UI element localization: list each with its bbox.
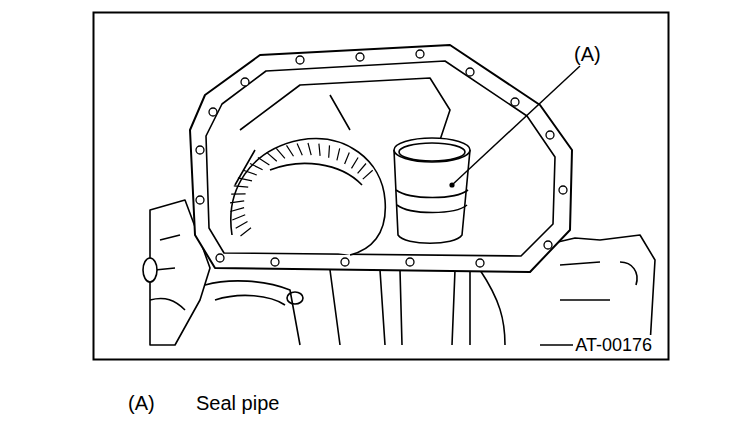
bolt-hole xyxy=(296,56,304,64)
case-right-detail xyxy=(560,262,637,300)
cavity-wall xyxy=(240,78,450,140)
seal-pipe-top xyxy=(394,138,470,162)
bolt-hole xyxy=(544,241,552,249)
bolt-hole xyxy=(546,131,554,139)
case-flange xyxy=(190,45,572,272)
leader-dot xyxy=(450,183,454,187)
seal-pipe-ring xyxy=(396,190,468,213)
bolt-hole xyxy=(241,78,249,86)
bolt-hole xyxy=(196,146,204,154)
bolt-hole xyxy=(559,186,567,194)
bolt-holes xyxy=(196,50,567,267)
bolt-hole xyxy=(416,50,424,58)
ring-gear xyxy=(231,139,385,255)
callout-letter: (A) xyxy=(574,44,601,64)
bolt-hole xyxy=(406,258,414,266)
bolt-hole xyxy=(196,196,204,204)
bolt-hole xyxy=(209,108,217,116)
case-lower-left xyxy=(205,281,300,345)
leader-line xyxy=(452,66,580,185)
bolt-hole xyxy=(466,68,474,76)
shaft-housing xyxy=(380,270,470,345)
bolt-hole xyxy=(476,259,484,267)
bolt-hole xyxy=(511,98,519,106)
ring-gear-hub xyxy=(270,163,362,185)
part-name: Seal pipe xyxy=(196,393,279,413)
bolt-hole xyxy=(341,258,349,266)
case-plug xyxy=(143,258,157,282)
figure-code: AT-00176 xyxy=(573,335,654,355)
case-ribs xyxy=(330,270,505,345)
bolt-boss xyxy=(287,292,303,304)
bolt-hole xyxy=(216,254,224,262)
flange-inner-edge xyxy=(206,61,555,256)
bolt-hole xyxy=(356,53,364,61)
figure-frame xyxy=(94,13,669,360)
ring-gear-teeth xyxy=(230,143,373,236)
bolt-hole xyxy=(271,258,279,266)
seal-pipe-bore xyxy=(399,143,465,161)
seal-pipe-body xyxy=(394,150,470,243)
key-letter: (A) xyxy=(128,393,155,413)
